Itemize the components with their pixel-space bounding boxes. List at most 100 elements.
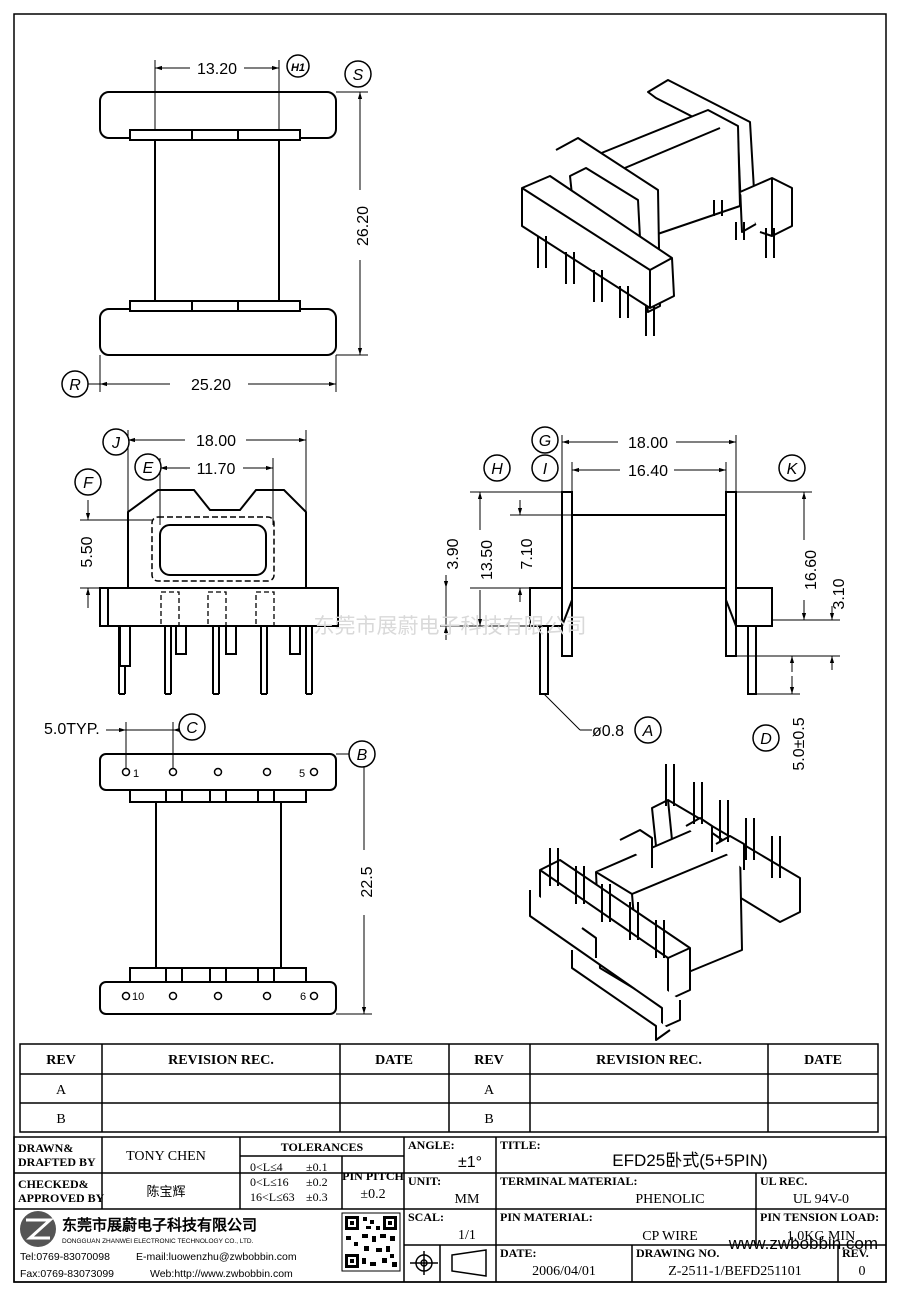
pin-tension-value: 1.0KG MIN [787,1229,855,1244]
pin-pitch-label: PIN PITCH [342,1169,404,1183]
bottom-view-pins [121,767,319,1001]
tol-row-1-val: ±0.1 [306,1160,328,1174]
pin-pitch-value: ±0.2 [360,1187,385,1202]
unit-label: UNIT: [408,1174,441,1188]
angle-value: ±1° [458,1154,482,1171]
tol-row-2-range: 0<L≤16 [250,1175,289,1189]
side-view [529,491,773,695]
checked-label-1: CHECKED& [18,1177,89,1191]
date-value: 2006/04/01 [532,1264,596,1279]
side-view-dims [440,435,840,731]
drawn-value: TONY CHEN [126,1149,206,1164]
unit-value: MM [455,1192,480,1207]
dim-bottom-pitch: 5.0TYP. [44,721,100,738]
drawn-label-1: DRAWN& [18,1141,73,1155]
label-a: A [634,716,662,744]
pin-label-1: 1 [133,768,139,780]
dim-side-e: 3.10 [831,578,848,609]
iso-view-top-pins [537,200,775,336]
front-view [99,489,339,695]
svg-text:C: C [186,720,198,737]
dim-front-window: 11.70 [197,461,236,478]
company-email: E-mail:luowenzhu@zwbobbin.com [136,1251,297,1263]
rev-value: 0 [859,1264,866,1279]
pin-label-10: 10 [132,991,144,1003]
svg-text:J: J [111,435,121,452]
company-web: Web:http://www.zwbobbin.com [150,1268,293,1280]
drawn-label-2: DRAFTED BY [18,1155,96,1169]
drawing-no-value: Z-2511-1/BEFD251101 [668,1264,802,1279]
pin-label-5: 5 [299,768,305,780]
dim-side-inner: 16.40 [628,463,668,480]
iso-view-top [521,79,793,313]
label-k: K [778,454,806,482]
checked-label-2: APPROVED BY [18,1191,105,1205]
angle-label: ANGLE: [408,1138,455,1152]
checked-value: 陈宝辉 [146,1184,185,1199]
dim-front-overall: 18.00 [196,433,236,450]
rev-header-date-1: DATE [375,1053,413,1068]
title-label: TITLE: [500,1138,541,1152]
date-label: DATE: [500,1246,536,1260]
company-tel: Tel:0769-83070098 [20,1251,110,1263]
pin-material-label: PIN MATERIAL: [500,1210,593,1224]
ul-label: UL REC. [760,1174,807,1188]
revision-table [19,1043,879,1133]
top-view [99,91,337,356]
label-b: B [348,740,376,768]
svg-text:H1: H1 [291,62,305,74]
label-f: F [74,468,102,496]
rev-row-b-2: B [484,1112,493,1127]
dim-side-c: 7.10 [519,538,536,569]
drawing-no-label: DRAWING NO. [636,1246,719,1260]
company-fax: Fax:0769-83073099 [20,1268,114,1280]
terminal-value: PHENOLIC [635,1192,704,1207]
bottom-view [99,753,337,1015]
qr-code-icon [341,1212,401,1272]
label-j: J [102,428,130,456]
dim-side-overall: 18.00 [628,435,668,452]
rev-row-a-2: A [484,1083,495,1098]
pin-tension-label: PIN TENSION LOAD: [760,1210,879,1224]
label-r: R [61,370,89,398]
dim-bottom-height: 22.5 [359,866,376,897]
rev-header-rec-1: REVISION REC. [168,1053,274,1068]
dim-side-b: 13.50 [479,540,496,580]
bottom-view-dims [106,722,372,1015]
iso-view-bottom [529,799,801,1041]
rev-row-b-1: B [56,1112,65,1127]
dim-side-a: 3.90 [445,538,462,569]
dim-top-bottom-width: 25.20 [191,377,231,394]
label-h1: H1 [286,54,310,78]
label-s: S [344,60,372,88]
watermark-url: www.zwbobbin.com [728,1234,878,1253]
label-e: E [134,453,162,481]
watermark-text: 东莞市展蔚电子科技有限公司 [314,614,587,638]
scale-value: 1/1 [458,1228,476,1243]
dim-top-height: 26.20 [355,206,372,246]
company-name-cn: 东莞市展蔚电子科技有限公司 [62,1216,257,1234]
title-block-grid [13,1136,887,1283]
pin-label-6: 6 [300,991,306,1003]
dim-front-height: 5.50 [79,536,96,567]
tol-row-3-val: ±0.3 [306,1190,328,1204]
projection-symbol-icon [410,1249,487,1277]
svg-text:K: K [787,461,799,478]
rev-label: REV. [842,1246,869,1260]
dim-side-pin-dia: ø0.8 [592,723,624,740]
rev-header-date-2: DATE [804,1053,842,1068]
top-view-dims [80,60,368,392]
svg-text:H: H [491,461,503,478]
svg-text:D: D [760,731,772,748]
rev-header-rec-2: REVISION REC. [596,1053,702,1068]
svg-text:G: G [539,433,551,450]
company-logo [20,1211,56,1247]
svg-text:B: B [357,747,368,764]
rev-row-a-1: A [56,1083,67,1098]
dim-side-d: 16.60 [803,550,820,590]
rev-header-rev-1: REV [46,1053,76,1068]
tol-row-1-range: 0<L≤4 [250,1160,283,1174]
dim-side-pin-len: 5.0±0.5 [791,717,808,770]
label-g: G [531,426,559,454]
svg-text:S: S [353,67,364,84]
